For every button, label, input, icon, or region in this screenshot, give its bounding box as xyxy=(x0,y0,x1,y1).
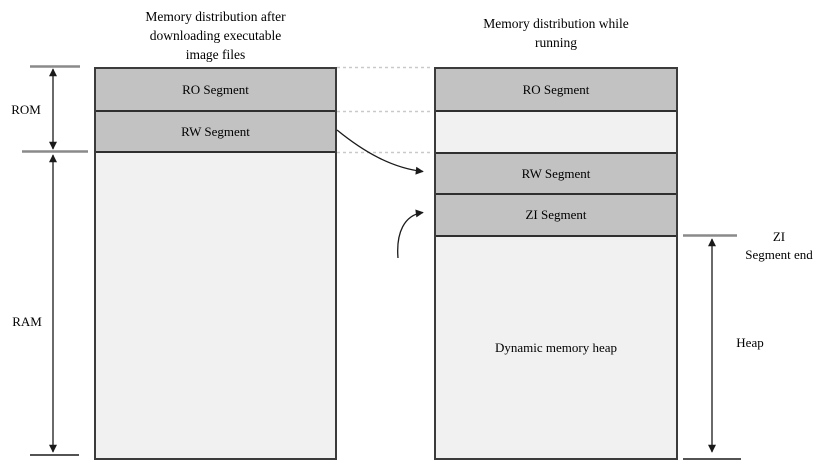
right-dynamic-heap-area: Dynamic memory heap xyxy=(436,237,676,458)
right-title-line: running xyxy=(535,35,577,50)
right-memory-box: RO Segment RW Segment ZI Segment Dynamic… xyxy=(434,67,678,460)
left-column-title: Memory distribution after downloading ex… xyxy=(94,7,337,64)
rom-label: ROM xyxy=(11,102,41,117)
zi-segment-end-line: ZI xyxy=(772,229,786,244)
left-rw-segment-label: RW Segment xyxy=(181,123,250,139)
right-ro-segment-label: RO Segment xyxy=(522,81,590,97)
left-ro-segment-label: RO Segment xyxy=(182,81,249,97)
right-reserved-gap xyxy=(436,112,676,154)
right-rw-segment: RW Segment xyxy=(436,154,676,195)
dynamic-heap-label: Dynamic memory heap xyxy=(494,339,617,355)
rw-relocation-arrow xyxy=(336,129,424,175)
right-rw-segment-label: RW Segment xyxy=(521,165,591,181)
right-ro-segment: RO Segment xyxy=(436,69,676,112)
ram-label: RAM xyxy=(12,314,42,329)
zi-relocation-arrow xyxy=(397,209,424,259)
left-empty-ram-area xyxy=(96,153,335,458)
zi-segment-end-label: ZI Segment end xyxy=(734,228,824,264)
right-title-line: Memory distribution while xyxy=(483,16,629,31)
left-title-line: image files xyxy=(185,47,246,62)
left-rw-segment: RW Segment xyxy=(96,112,335,153)
left-ro-segment: RO Segment xyxy=(96,69,335,112)
left-title-line: Memory distribution after xyxy=(145,9,286,24)
left-title-line: downloading executable xyxy=(149,28,282,43)
heap-label: Heap xyxy=(736,335,764,350)
right-column-title: Memory distribution while running xyxy=(434,14,678,52)
left-memory-box: RO Segment RW Segment xyxy=(94,67,337,460)
zi-segment-end-line: Segment end xyxy=(745,247,813,262)
right-zi-segment: ZI Segment xyxy=(436,195,676,237)
right-zi-segment-label: ZI Segment xyxy=(525,207,587,222)
